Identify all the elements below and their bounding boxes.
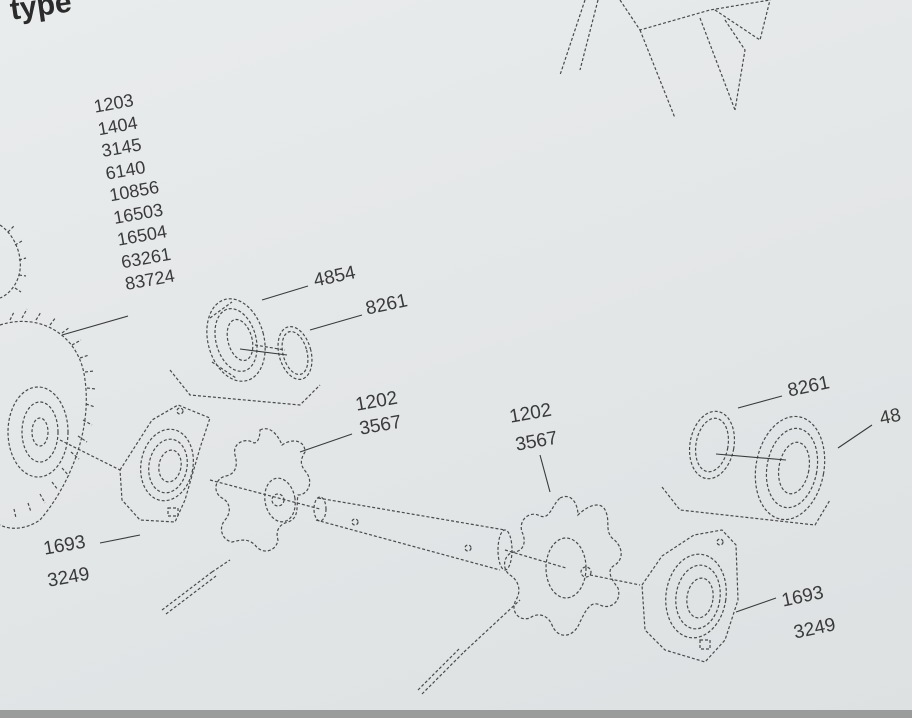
sprocket-left (215, 428, 311, 552)
ring-left (277, 325, 313, 381)
ring-right (688, 410, 736, 480)
pin-left (161, 571, 217, 615)
bearing-right (754, 415, 826, 521)
shaft (313, 496, 513, 571)
callout-bearing-right: 48 (877, 404, 903, 430)
flange-bearing-left (119, 404, 211, 523)
page-bottom-edge (0, 710, 912, 718)
partial-gear-left (0, 224, 97, 529)
frame-fragment (559, 0, 771, 119)
flange-bearing-right (641, 529, 739, 663)
sprocket-right (503, 495, 622, 636)
pin-right (417, 647, 465, 695)
bearing-left (206, 298, 266, 382)
